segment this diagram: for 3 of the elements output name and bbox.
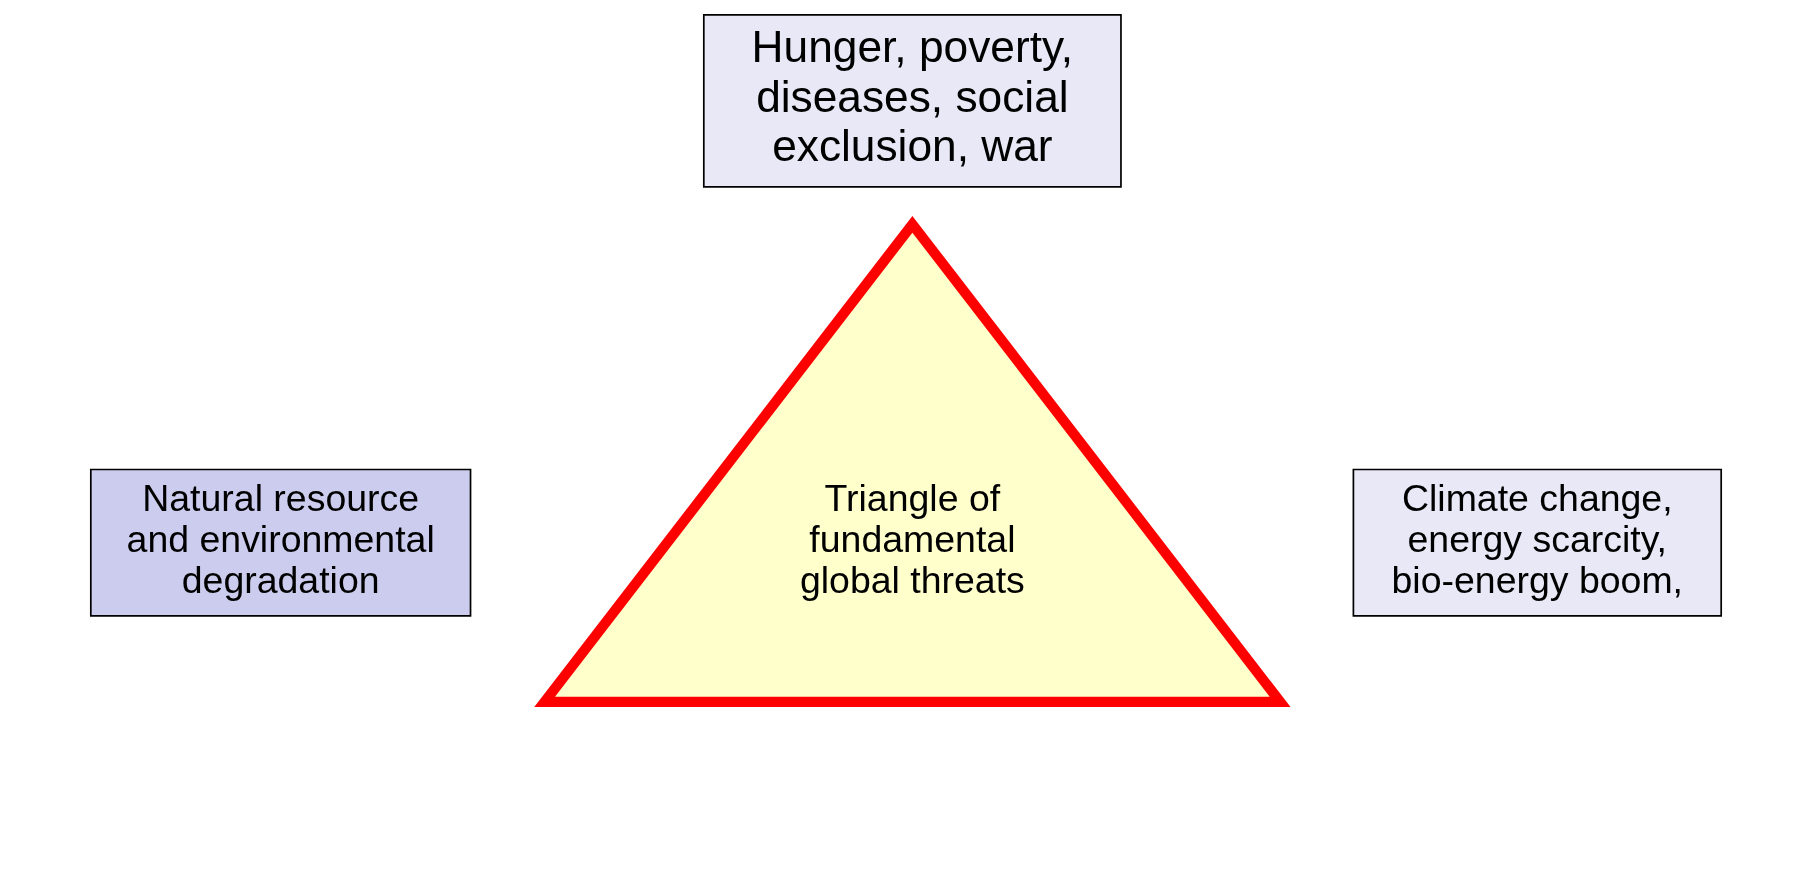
node-box: Hunger, poverty, diseases, social exclusion, war [702,14,1122,188]
node-box: Natural resource and environmental degradation [89,468,472,617]
node-box: Climate change, energy scarcity, bio-energy boom, [1352,468,1723,617]
